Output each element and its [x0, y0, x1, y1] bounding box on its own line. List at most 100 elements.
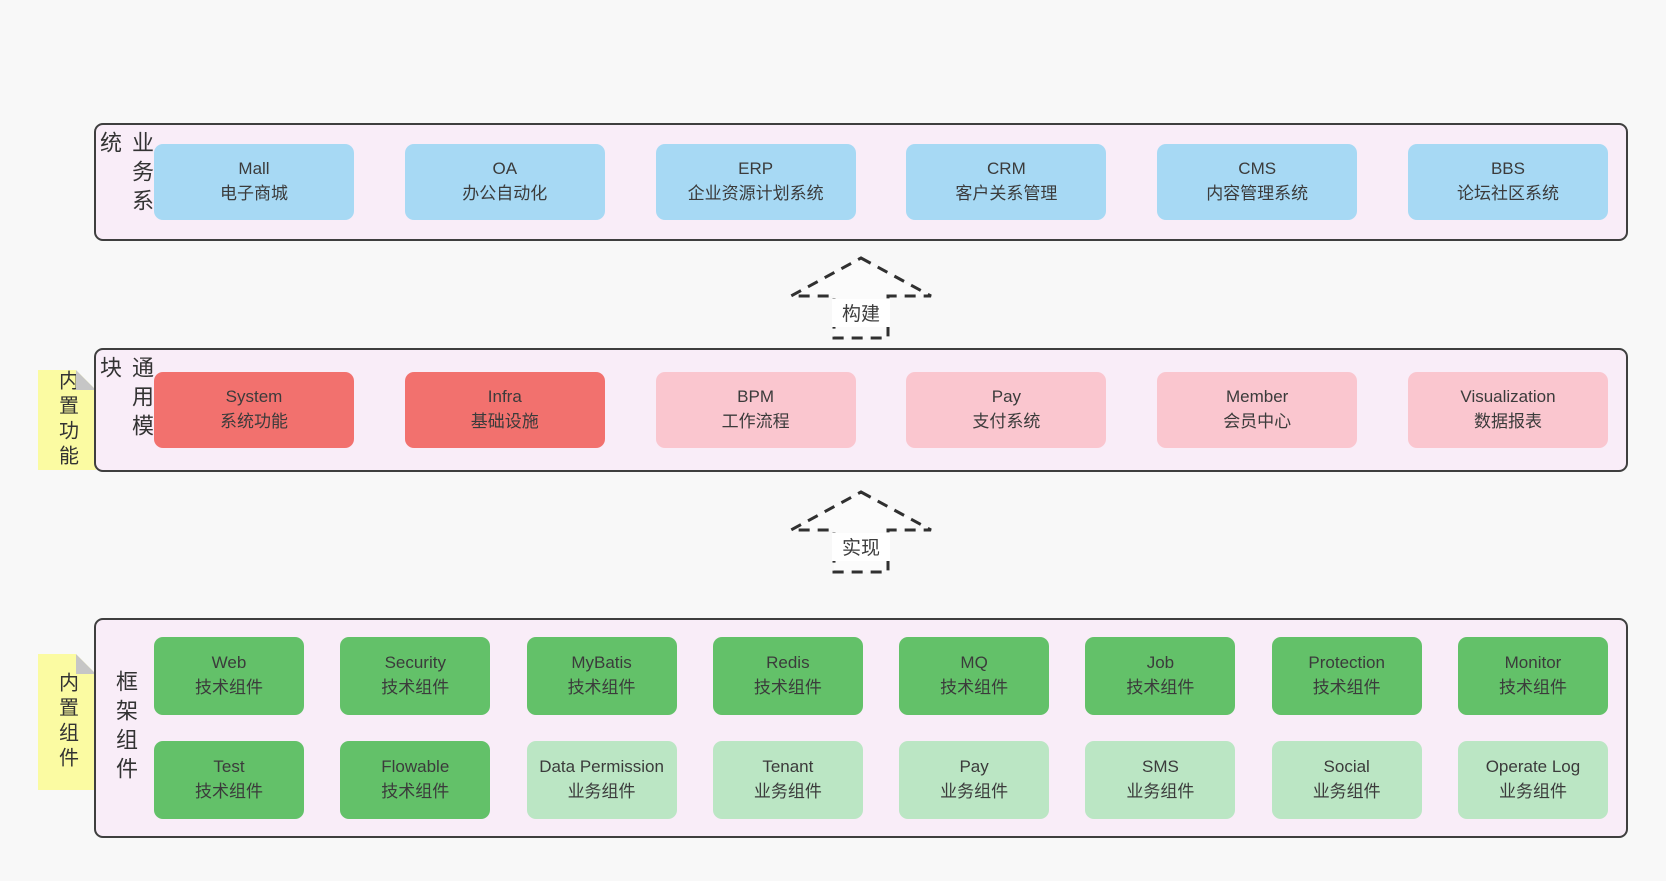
box-subtitle: 技术组件	[1312, 678, 1381, 697]
layer-side-label: 业务系统	[97, 131, 154, 218]
layer-framework-components: 框架组件 Web 技术组件 Security 技术组件 MyBatis 技术组件…	[94, 618, 1628, 838]
box-infra: Infra 基础设施	[404, 372, 605, 448]
box-subtitle: 论坛社区系统	[1456, 184, 1559, 203]
box-name: Pay	[991, 387, 1022, 407]
box-name: System	[225, 387, 283, 407]
box-subtitle: 企业资源计划系统	[687, 184, 824, 203]
up-arrow-icon	[790, 256, 932, 340]
box-name: Pay	[959, 757, 989, 777]
layer-business-systems: 业务系统 Mall 电子商城 OA 办公自动化 ERP 企业资源计划系统 CRM…	[94, 123, 1628, 241]
arrow-label-bg	[832, 533, 890, 561]
implement-arrow: 实现	[790, 490, 932, 574]
box-name: Infra	[487, 387, 522, 407]
box-test: Test 技术组件	[154, 741, 304, 819]
sticky-note-label: 内置组件	[55, 672, 78, 772]
box-name: CMS	[1238, 159, 1277, 179]
box-subtitle: 技术组件	[940, 678, 1009, 697]
box-row: System 系统功能 Infra 基础设施 BPM 工作流程 Pay 支付系统…	[154, 372, 1608, 448]
box-crm: CRM 客户关系管理	[906, 144, 1107, 220]
box-subtitle: 技术组件	[381, 782, 450, 801]
box-operate-log: Operate Log 业务组件	[1457, 741, 1608, 819]
box-redis: Redis 技术组件	[712, 637, 863, 715]
box-name: Visualization	[1460, 387, 1556, 407]
box-erp: ERP 企业资源计划系统	[655, 144, 856, 220]
box-name: Protection	[1308, 653, 1385, 673]
box-mq: MQ 技术组件	[899, 637, 1050, 715]
box-subtitle: 系统功能	[220, 412, 288, 431]
layer-content: Mall 电子商城 OA 办公自动化 ERP 企业资源计划系统 CRM 客户关系…	[154, 125, 1626, 239]
box-name: Social	[1323, 757, 1370, 777]
box-row-biz: Test 技术组件 Flowable 技术组件 Data Permission …	[154, 741, 1608, 819]
layer-side-label: 通用模块	[97, 356, 154, 443]
box-name: Member	[1226, 387, 1289, 407]
box-flowable: Flowable 技术组件	[340, 741, 491, 819]
box-subtitle: 业务组件	[1312, 782, 1381, 801]
box-subtitle: 技术组件	[381, 678, 450, 697]
box-subtitle: 技术组件	[1126, 678, 1195, 697]
box-subtitle: 技术组件	[195, 678, 263, 697]
box-name: OA	[492, 159, 518, 179]
box-subtitle: 电子商城	[220, 184, 288, 203]
box-member: Member 会员中心	[1157, 372, 1358, 448]
box-bpm: BPM 工作流程	[655, 372, 856, 448]
layer-content: Web 技术组件 Security 技术组件 MyBatis 技术组件 Redi…	[154, 620, 1626, 836]
box-mybatis: MyBatis 技术组件	[526, 637, 677, 715]
box-protection: Protection 技术组件	[1271, 637, 1422, 715]
box-subtitle: 业务组件	[1126, 782, 1195, 801]
box-cms: CMS 内容管理系统	[1157, 144, 1358, 220]
box-name: SMS	[1141, 757, 1179, 777]
layer-content: System 系统功能 Infra 基础设施 BPM 工作流程 Pay 支付系统…	[154, 350, 1626, 470]
box-subtitle: 业务组件	[567, 782, 636, 801]
box-name: Data Permission	[539, 757, 664, 777]
box-subtitle: 技术组件	[1498, 678, 1567, 697]
box-name: Monitor	[1504, 653, 1562, 673]
up-arrow-icon	[790, 490, 932, 574]
box-subtitle: 业务组件	[753, 782, 822, 801]
box-name: Mall	[238, 159, 270, 179]
box-name: BPM	[737, 387, 775, 407]
box-subtitle: 业务组件	[1498, 782, 1567, 801]
box-web: Web 技术组件	[154, 637, 304, 715]
box-subtitle: 技术组件	[753, 678, 822, 697]
box-name: Redis	[766, 653, 810, 673]
arrow-label-bg	[832, 299, 890, 327]
box-name: ERP	[738, 159, 774, 179]
box-subtitle: 内容管理系统	[1206, 184, 1309, 203]
box-subtitle: 数据报表	[1473, 412, 1542, 431]
box-name: BBS	[1490, 159, 1525, 179]
box-subtitle: 业务组件	[940, 782, 1009, 801]
box-subtitle: 支付系统	[972, 412, 1041, 431]
box-subtitle: 工作流程	[721, 412, 790, 431]
box-tenant: Tenant 业务组件	[712, 741, 863, 819]
arrow-label: 实现	[842, 537, 880, 559]
box-monitor: Monitor 技术组件	[1457, 637, 1608, 715]
box-subtitle: 技术组件	[567, 678, 636, 697]
box-subtitle: 会员中心	[1223, 412, 1292, 431]
box-social: Social 业务组件	[1271, 741, 1422, 819]
box-row: Mall 电子商城 OA 办公自动化 ERP 企业资源计划系统 CRM 客户关系…	[154, 144, 1608, 220]
box-security: Security 技术组件	[340, 637, 491, 715]
box-name: Operate Log	[1485, 757, 1581, 777]
box-job: Job 技术组件	[1085, 637, 1236, 715]
box-sms: SMS 业务组件	[1085, 741, 1236, 819]
box-subtitle: 基础设施	[470, 412, 539, 431]
sticky-note-built-in-features: 内置功能	[38, 370, 96, 470]
box-mall: Mall 电子商城	[154, 144, 354, 220]
box-visualization: Visualization 数据报表	[1407, 372, 1608, 448]
box-bbs: BBS 论坛社区系统	[1407, 144, 1608, 220]
box-subtitle: 技术组件	[195, 782, 263, 801]
box-data-permission: Data Permission 业务组件	[526, 741, 677, 819]
box-system: System 系统功能	[154, 372, 354, 448]
box-oa: OA 办公自动化	[404, 144, 605, 220]
box-subtitle: 办公自动化	[462, 184, 548, 203]
box-subtitle: 客户关系管理	[955, 184, 1058, 203]
box-name: Job	[1146, 653, 1175, 673]
box-name: Security	[384, 653, 446, 673]
box-name: Web	[211, 653, 247, 673]
box-name: Test	[213, 757, 245, 777]
layer-side-label: 框架组件	[113, 670, 138, 786]
layer-common-modules: 通用模块 System 系统功能 Infra 基础设施 BPM 工作流程 Pay…	[94, 348, 1628, 472]
box-name: MQ	[960, 653, 988, 673]
box-pay: Pay 支付系统	[906, 372, 1107, 448]
sticky-note-built-in-components: 内置组件	[38, 654, 96, 790]
